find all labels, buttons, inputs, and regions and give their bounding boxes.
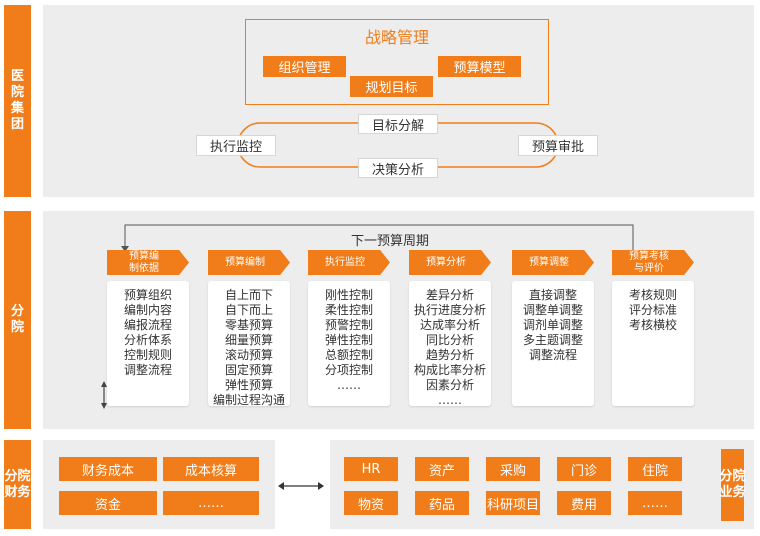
stage-item: 预警控制 [324,318,373,332]
business-item[interactable]: 门诊 [557,457,611,481]
business-item[interactable]: 费用 [557,491,611,515]
stage-item: 零基预算 [224,318,273,332]
business-item[interactable]: 药品 [415,491,469,515]
finance-item-more[interactable]: …… [163,491,259,515]
stage-card-5: 考核规则评分标准考核横校 [612,281,694,406]
business-side-label: 分院 业务 [719,449,746,521]
stage-item: 弹性预算 [224,378,273,392]
finance-item-funds[interactable]: 资金 [59,491,157,515]
stage-item: 调剂单调整 [522,318,583,332]
stage-item: 滚动预算 [224,348,273,362]
stage-item: 自上而下 [224,288,273,302]
budget-model-button[interactable]: 预算模型 [438,56,521,77]
stage-item: 弹性控制 [324,333,373,347]
stage-card-1: 自上而下自下而上零基预算细量预算滚动预算固定预算弹性预算编制过程沟通 [208,281,290,407]
stage-item: 直接调整 [528,288,577,302]
stage-item: 因素分析 [425,378,474,392]
stage-item: 调整流程 [528,348,577,362]
group-side-label: 医院集团 [4,5,31,197]
stage-item: 总额控制 [324,348,373,362]
stage-item: 调整流程 [123,363,172,377]
stage-item: 编制内容 [123,303,172,317]
finance-side-label: 分院 财务 [4,440,31,529]
stage-item: 多主题调整 [522,333,583,347]
stage-item: 编制过程沟通 [212,393,285,407]
stage-item: 柔性控制 [324,303,373,317]
planning-goal-button[interactable]: 规划目标 [350,76,433,97]
next-cycle-arrow [101,224,634,409]
stage-item: 预算组织 [123,288,172,302]
goal-decompose-button[interactable]: 目标分解 [358,114,438,134]
stage-item: …… [438,393,462,407]
org-management-button[interactable]: 组织管理 [263,56,346,77]
stage-item: 刚性控制 [324,288,373,302]
business-item[interactable]: 科研项目 [486,491,540,515]
stage-item: 构成比率分析 [413,363,486,377]
business-item[interactable]: …… [628,491,682,515]
branch-side-label: 分院 [4,211,31,429]
business-side-text: 分院 业务 [719,469,746,500]
business-item[interactable]: 采购 [486,457,540,481]
group-side-text: 医院集团 [10,69,24,132]
stage-header-3[interactable]: 预算分析 [409,250,491,275]
branch-side-text: 分院 [10,304,24,335]
stage-item: 达成率分析 [419,318,480,332]
stage-item: 分析体系 [123,333,172,347]
execution-monitor-button[interactable]: 执行监控 [196,135,276,156]
stage-header-5[interactable]: 预算考核 与评价 [612,250,694,275]
stage-header-1[interactable]: 预算编制 [208,250,290,275]
stage-item: 差异分析 [425,288,474,302]
business-item[interactable]: HR [344,457,398,481]
stage-item: 编报流程 [123,318,172,332]
stage-item: 趋势分析 [425,348,474,362]
stage-header-0[interactable]: 预算编 制依据 [107,250,189,275]
strategy-title: 战略管理 [364,28,429,47]
stage-item: 考核横校 [628,318,677,332]
decision-analysis-button[interactable]: 决策分析 [358,158,438,178]
stage-item: 自下而上 [224,303,273,317]
finance-item-cost[interactable]: 财务成本 [59,457,157,481]
next-cycle-label: 下一预算周期 [330,230,450,249]
stage-item: …… [337,378,361,392]
stage-item: 执行进度分析 [413,303,486,317]
finance-panel [43,440,275,529]
stage-item: 控制规则 [123,348,172,362]
stage-item: 评分标准 [628,303,677,317]
stage-header-4[interactable]: 预算调整 [512,250,594,275]
stage-item: 细量预算 [224,333,273,347]
business-item[interactable]: 资产 [415,457,469,481]
finance-item-accounting[interactable]: 成本核算 [163,457,259,481]
stage-item: 分项控制 [324,363,373,377]
stage-item: 固定预算 [224,363,273,377]
business-panel [330,440,754,529]
business-item[interactable]: 住院 [628,457,682,481]
stage-item: 同比分析 [425,333,474,347]
stage-card-3: 差异分析执行进度分析达成率分析同比分析趋势分析构成比率分析因素分析…… [409,281,491,407]
stage-header-2[interactable]: 执行监控 [308,250,390,275]
finance-side-text: 分院 财务 [4,468,31,500]
business-item[interactable]: 物资 [344,491,398,515]
stage-card-4: 直接调整调整单调整调剂单调整多主题调整调整流程 [512,281,594,406]
stage-item: 考核规则 [628,288,677,302]
budget-approval-button[interactable]: 预算审批 [518,135,598,156]
stage-card-2: 刚性控制柔性控制预警控制弹性控制总额控制分项控制…… [308,281,390,406]
sync-arrow [278,482,324,490]
stage-card-0: 预算组织编制内容编报流程分析体系控制规则调整流程 [107,281,189,406]
stage-item: 调整单调整 [522,303,583,317]
